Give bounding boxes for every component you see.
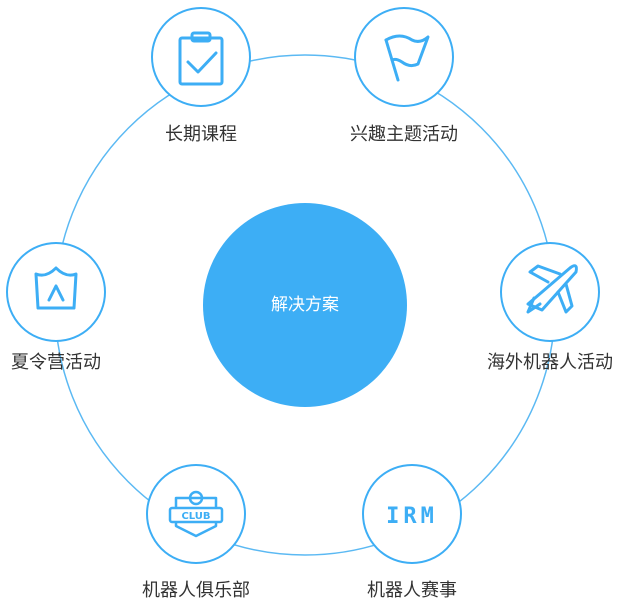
irm-text-icon: IRM: [386, 504, 438, 529]
node-label-interest-activities: 兴趣主题活动: [350, 124, 458, 145]
center-circle: [203, 203, 407, 407]
node-summer-camp[interactable]: 夏令营活动: [6, 242, 106, 373]
node-robot-club[interactable]: CLUB 机器人俱乐部: [142, 464, 250, 601]
airplane-icon: [526, 264, 578, 314]
flag-icon: [384, 34, 430, 82]
club-badge-icon: [168, 490, 224, 538]
tent-icon: [34, 266, 78, 310]
center-label: 解决方案: [271, 295, 339, 315]
clipboard-check-icon: [178, 31, 224, 86]
node-long-term-course[interactable]: 长期课程: [151, 7, 251, 145]
node-label-long-term-course: 长期课程: [165, 124, 237, 145]
node-overseas-robot[interactable]: 海外机器人活动: [487, 242, 613, 373]
club-badge-text: CLUB: [181, 511, 210, 522]
node-label-summer-camp: 夏令营活动: [11, 352, 101, 373]
node-label-robot-competition: 机器人赛事: [367, 580, 457, 601]
node-label-overseas-robot: 海外机器人活动: [487, 352, 613, 373]
node-label-robot-club: 机器人俱乐部: [142, 580, 250, 601]
node-robot-competition[interactable]: IRM 机器人赛事: [362, 464, 462, 601]
node-interest-activities[interactable]: 兴趣主题活动: [350, 7, 458, 145]
